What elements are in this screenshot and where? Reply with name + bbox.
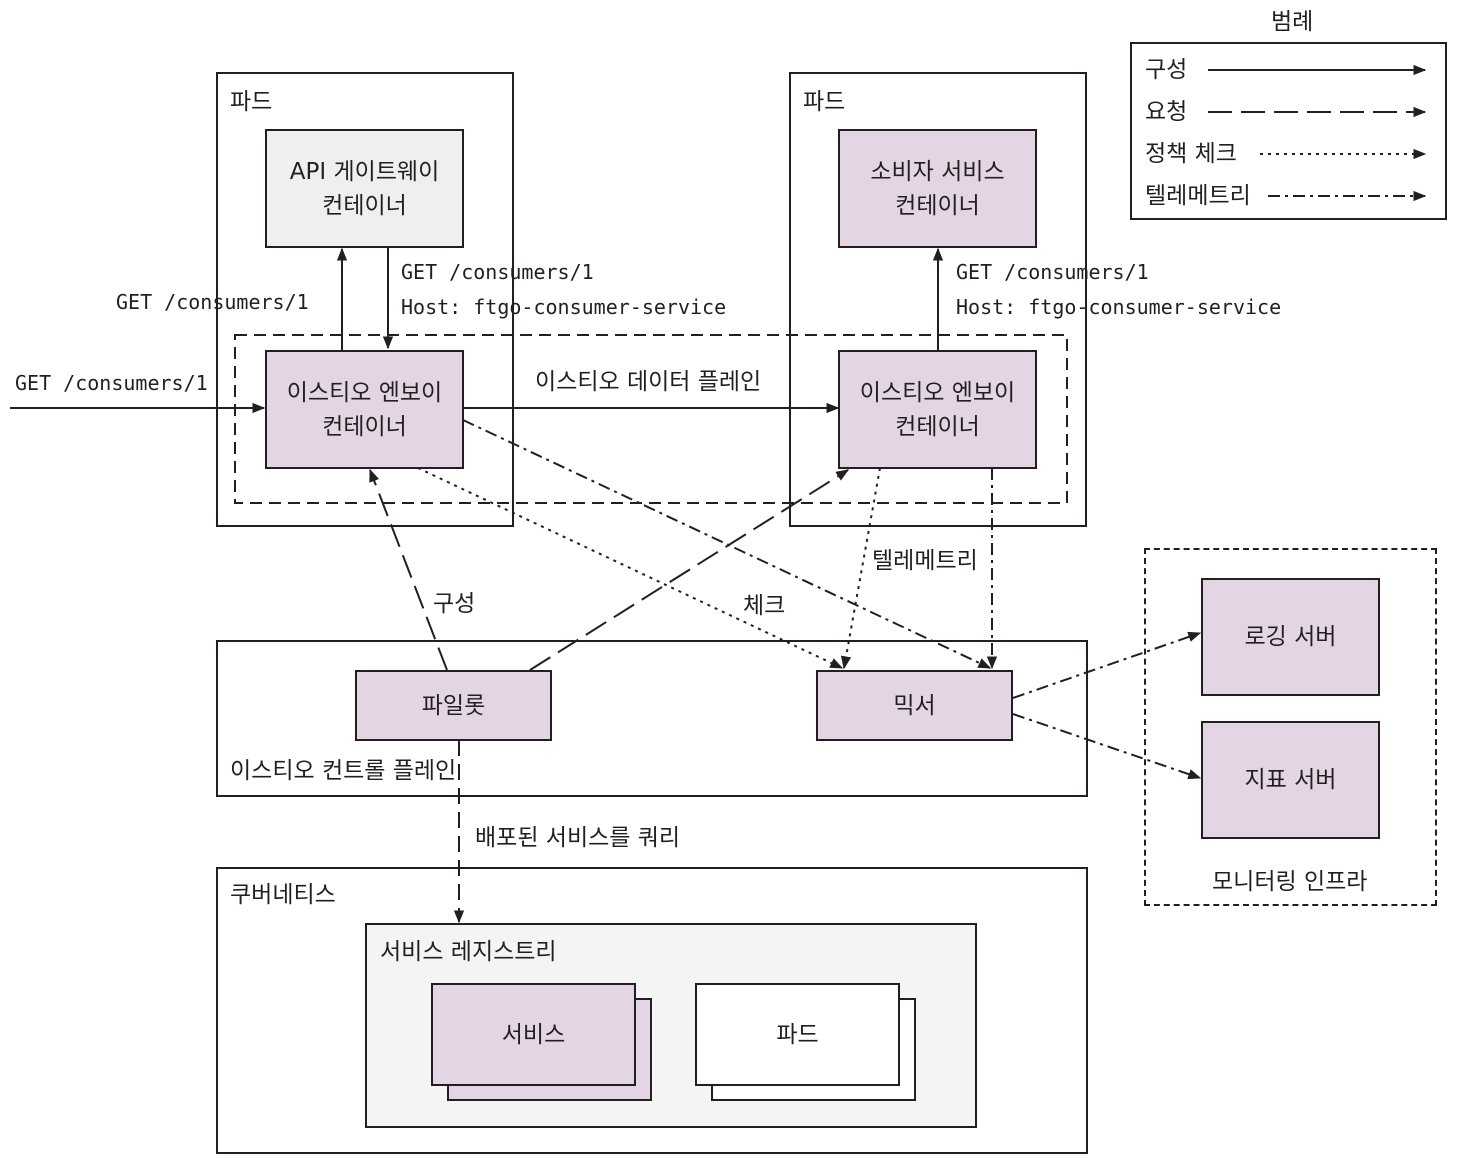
- logging-server-label: 로깅 서버: [1244, 624, 1337, 650]
- legend-title: 범례: [1271, 9, 1314, 35]
- api-gateway-line2: 컨테이너: [322, 192, 407, 219]
- monitoring-box: [1144, 548, 1437, 906]
- check-edge-label: 체크: [743, 593, 786, 619]
- kubernetes-box: [216, 867, 1088, 1154]
- service-card-label: 서비스: [501, 1021, 566, 1048]
- kubernetes-label: 쿠버네티스: [230, 882, 336, 908]
- legend-request-label: 요청: [1145, 99, 1188, 125]
- data-plane-label: 이스티오 데이터 플레인: [535, 369, 762, 395]
- legend-config-label: 구성: [1145, 57, 1188, 83]
- mixer-to-metrics-arrow: [1012, 713, 1202, 780]
- telemetry-edge-label: 텔레메트리: [870, 547, 980, 575]
- consumer-service-container: 소비자 서비스 컨테이너: [838, 129, 1037, 248]
- service-registry-label: 서비스 레지스트리: [380, 939, 557, 965]
- control-plane-box: [216, 640, 1088, 797]
- metrics-server-label: 지표 서버: [1244, 767, 1337, 793]
- pod-left-title: 파드: [230, 89, 273, 115]
- envoy-right-line1: 이스티오 엔보이: [859, 379, 1016, 406]
- to-consumer-request-line1: GET /consumers/1: [956, 260, 1149, 284]
- pod-left: [216, 72, 514, 527]
- api-gateway-line1: API 게이트웨이: [289, 158, 440, 185]
- logging-server-box: 로깅 서버: [1201, 578, 1380, 696]
- to-consumer-request-line2: Host: ftgo-consumer-service: [956, 295, 1282, 319]
- legend-policy-check-label: 정책 체크: [1145, 141, 1237, 167]
- service-card: 서비스: [431, 983, 636, 1086]
- data-plane-region: [234, 334, 1068, 504]
- pod-card-label: 파드: [776, 1021, 819, 1048]
- envoy-left-container: 이스티오 엔보이 컨테이너: [265, 350, 464, 469]
- pilot-label: 파일롯: [421, 692, 486, 719]
- control-plane-label: 이스티오 컨트롤 플레인: [230, 758, 457, 784]
- mixer-box: 믹서: [816, 670, 1013, 741]
- consumer-service-line1: 소비자 서비스: [870, 158, 1005, 185]
- envoy-right-container: 이스티오 엔보이 컨테이너: [838, 350, 1037, 469]
- query-edge-label: 배포된 서비스를 쿼리: [475, 825, 681, 851]
- pod-card: 파드: [695, 983, 900, 1086]
- legend-telemetry-label: 텔레메트리: [1145, 183, 1251, 209]
- to-envoy-request-line2: Host: ftgo-consumer-service: [401, 295, 727, 319]
- mixer-label: 믹서: [893, 692, 936, 719]
- check-right-arrow: [840, 467, 881, 670]
- mixer-to-logging-arrow: [1012, 631, 1202, 699]
- pilot-config-left-arrow: [369, 468, 448, 671]
- api-gateway-container: API 게이트웨이 컨테이너: [265, 129, 464, 248]
- to-envoy-request-line1: GET /consumers/1: [401, 260, 594, 284]
- gateway-out-request-label: GET /consumers/1: [116, 290, 309, 314]
- check-left-arrow: [417, 467, 844, 669]
- telemetry-left-arrow: [462, 419, 992, 669]
- metrics-server-box: 지표 서버: [1201, 721, 1380, 839]
- pod-right-title: 파드: [803, 89, 846, 115]
- envoy-left-line2: 컨테이너: [322, 413, 407, 440]
- envoy-right-line2: 컨테이너: [895, 413, 980, 440]
- pilot-config-right-arrow: [529, 469, 850, 671]
- consumer-service-line2: 컨테이너: [895, 192, 980, 219]
- pod-right: [789, 72, 1087, 527]
- pilot-box: 파일롯: [355, 670, 552, 741]
- incoming-request-label: GET /consumers/1: [15, 371, 208, 395]
- envoy-left-line1: 이스티오 엔보이: [286, 379, 443, 406]
- legend-box: [1130, 42, 1447, 220]
- monitoring-label: 모니터링 인프라: [1212, 869, 1368, 895]
- config-edge-label: 구성: [433, 591, 476, 617]
